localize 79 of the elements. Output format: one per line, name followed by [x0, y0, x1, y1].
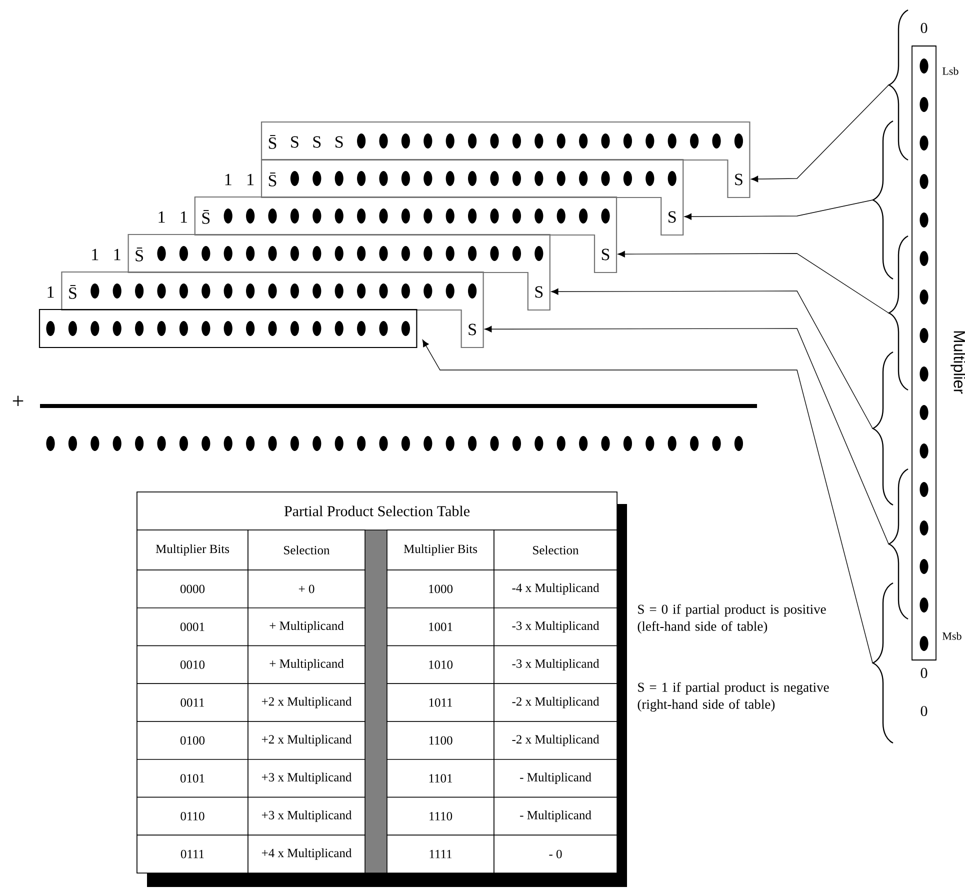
arrow [484, 326, 889, 544]
bit-label: Lsb [942, 67, 958, 75]
table-cell: +4 x Multiplicand [248, 834, 366, 874]
table-cell: + Multiplicand [248, 645, 366, 684]
table-cell: -2 x Multiplicand [494, 721, 618, 760]
table-cell: + 0 [248, 570, 366, 608]
sign-bit: S̄ [136, 248, 143, 262]
table-cell: 1100 [386, 721, 494, 760]
table-cell: +3 x Multiplicand [248, 758, 366, 798]
sign-bit: S [535, 286, 543, 298]
sign-bit: S̄ [69, 285, 76, 299]
curly-brace [888, 468, 908, 620]
constant-bit: 1 [180, 211, 187, 223]
table-cell: 1111 [386, 834, 494, 874]
sign-bit: S [291, 136, 298, 148]
sign-bit: S̄ [268, 172, 276, 186]
partial-product-box [260, 121, 750, 198]
bit-label: 0 [920, 706, 928, 716]
curly-brace [872, 120, 894, 280]
arrow [751, 84, 889, 182]
table-cell: 0111 [136, 834, 248, 874]
arrow [422, 340, 873, 664]
table-cell: 0000 [136, 570, 248, 608]
table-cell: - Multiplicand [494, 796, 618, 836]
table-cell: 1010 [386, 645, 494, 684]
column-header: Multiplier Bits [386, 530, 494, 570]
bit-label: 0 [920, 668, 928, 678]
arrow [684, 200, 873, 220]
table-cell: + Multiplicand [248, 607, 366, 646]
sign-bit: S [468, 324, 476, 336]
constant-bit: 1 [48, 286, 54, 298]
table-cell: +2 x Multiplicand [248, 721, 366, 760]
table-cell: 1101 [386, 758, 494, 798]
table-cell: 0010 [136, 645, 248, 684]
table-cell: -3 x Multiplicand [494, 645, 618, 684]
table-cell: -4 x Multiplicand [494, 570, 618, 608]
arrow [618, 250, 889, 314]
table-cell: 0001 [136, 607, 248, 646]
partial-product-box [38, 308, 418, 348]
sign-bit: S [668, 211, 676, 223]
curly-brace [888, 9, 908, 160]
constant-bit: 1 [114, 248, 120, 260]
table-cell: 0101 [136, 758, 248, 798]
sign-bit: S [735, 174, 742, 186]
table-cell: - 0 [494, 834, 618, 874]
sign-bit: S [313, 136, 321, 148]
arrow [551, 288, 873, 429]
table-cell: - Multiplicand [494, 758, 618, 798]
column-header: Selection [494, 530, 618, 570]
constant-bit: 1 [248, 174, 254, 186]
sign-bit: S̄ [268, 135, 276, 149]
bit-label: 0 [920, 22, 928, 34]
table-cell: 0100 [136, 721, 248, 760]
sign-bit: S [336, 136, 343, 148]
constant-bit: 1 [92, 248, 98, 260]
table-cell: 0110 [136, 796, 248, 836]
constant-bit: 1 [225, 174, 232, 186]
bit-label: Msb [942, 632, 962, 640]
note-text: S = 0 if partial product is positive (left-hand side of table) [638, 604, 826, 634]
table-cell: 1001 [386, 607, 494, 646]
table-cell: 1110 [386, 796, 494, 836]
table-cell: 1011 [386, 683, 494, 722]
table-cell: -3 x Multiplicand [494, 607, 618, 646]
register-label: Multiplier [950, 331, 965, 394]
column-header: Selection [248, 530, 366, 570]
curly-brace [888, 235, 908, 391]
column-header: Multiplier Bits [136, 530, 248, 570]
sign-bit: S [602, 248, 610, 260]
table-cell: 1000 [386, 570, 494, 608]
table-cell: +2 x Multiplicand [248, 683, 366, 722]
table-cell: 0011 [136, 683, 248, 722]
plus-sign: + [12, 396, 24, 406]
curly-brace [872, 351, 894, 506]
sign-bit: S̄ [202, 210, 210, 224]
curly-brace [872, 582, 894, 744]
table-cell: -2 x Multiplicand [494, 683, 618, 722]
constant-bit: 1 [158, 211, 165, 223]
table-cell: +3 x Multiplicand [248, 796, 366, 836]
note-text: S = 1 if partial product is negative (right-hand side of table) [638, 682, 829, 712]
